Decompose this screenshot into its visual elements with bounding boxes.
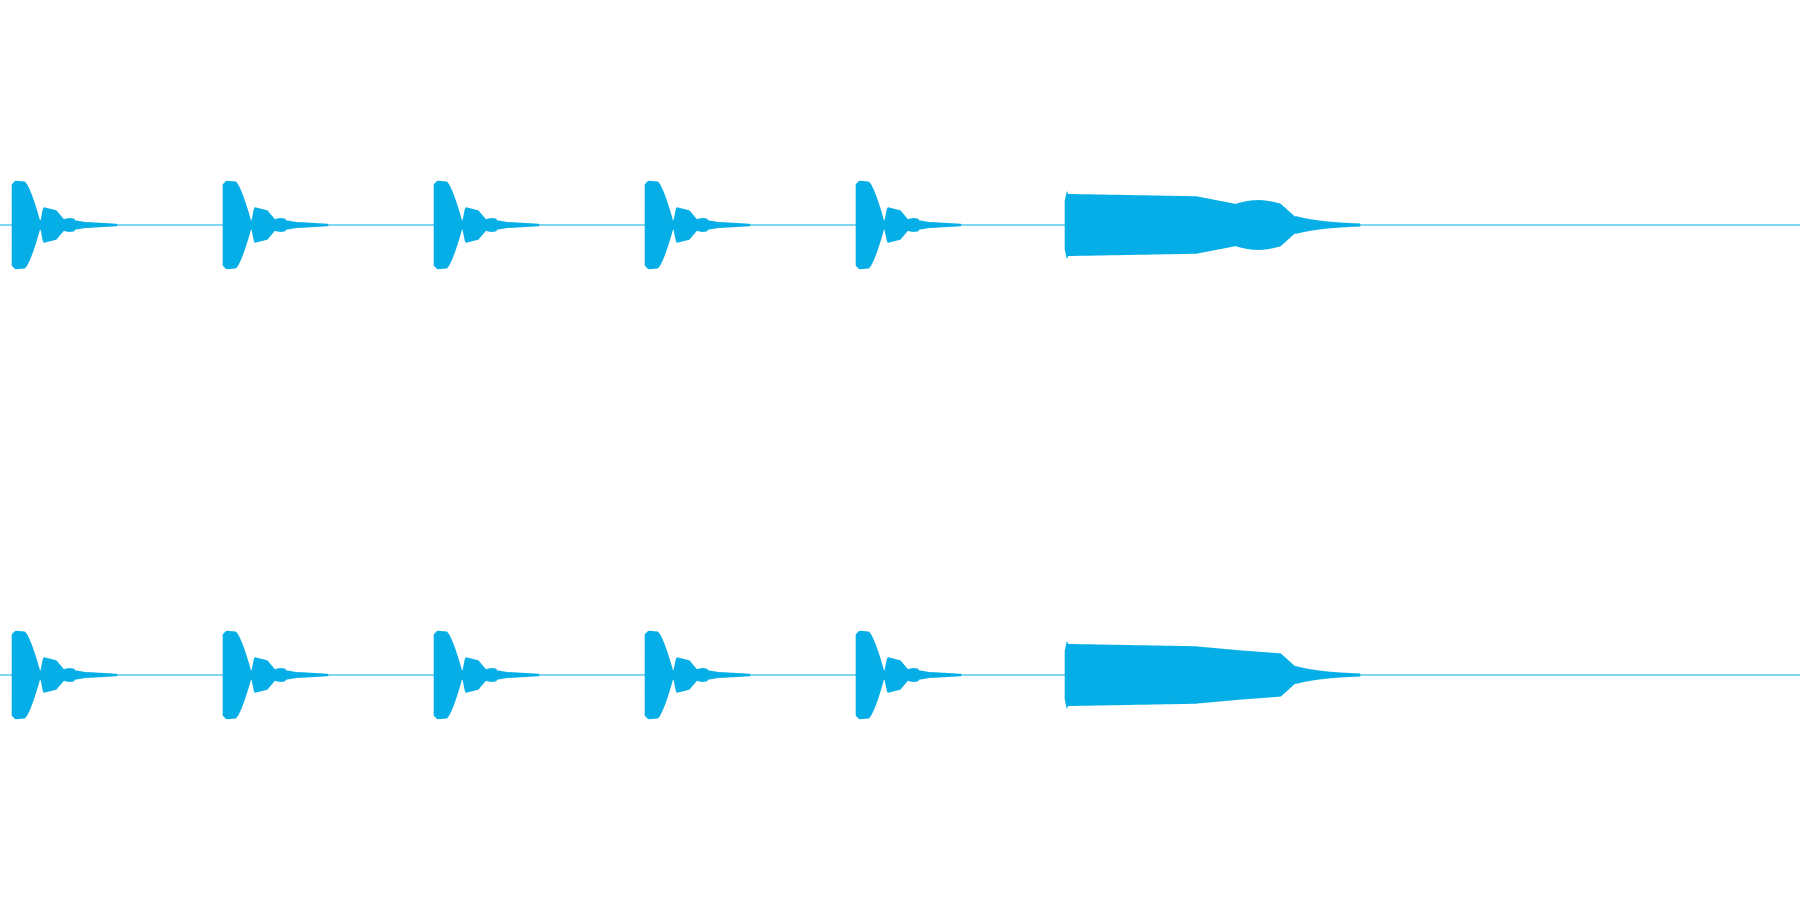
- waveform-event-pluck: [11, 630, 118, 720]
- waveform-event-pluck: [644, 180, 751, 270]
- waveform-event-pluck: [433, 630, 540, 720]
- waveform-event-pluck: [433, 180, 540, 270]
- channel-right: [0, 630, 1800, 720]
- waveform-event-pluck: [855, 630, 962, 720]
- channel-left: [0, 180, 1800, 270]
- waveform-event-pluck: [222, 630, 329, 720]
- waveform-event-pluck: [644, 630, 751, 720]
- waveform-event-sustain: [1064, 640, 1361, 710]
- waveform-event-pluck: [11, 180, 118, 270]
- waveform-event-pluck: [855, 180, 962, 270]
- waveform-event-sustain: [1064, 190, 1361, 260]
- channels-layer: [0, 180, 1800, 720]
- waveform-event-pluck: [222, 180, 329, 270]
